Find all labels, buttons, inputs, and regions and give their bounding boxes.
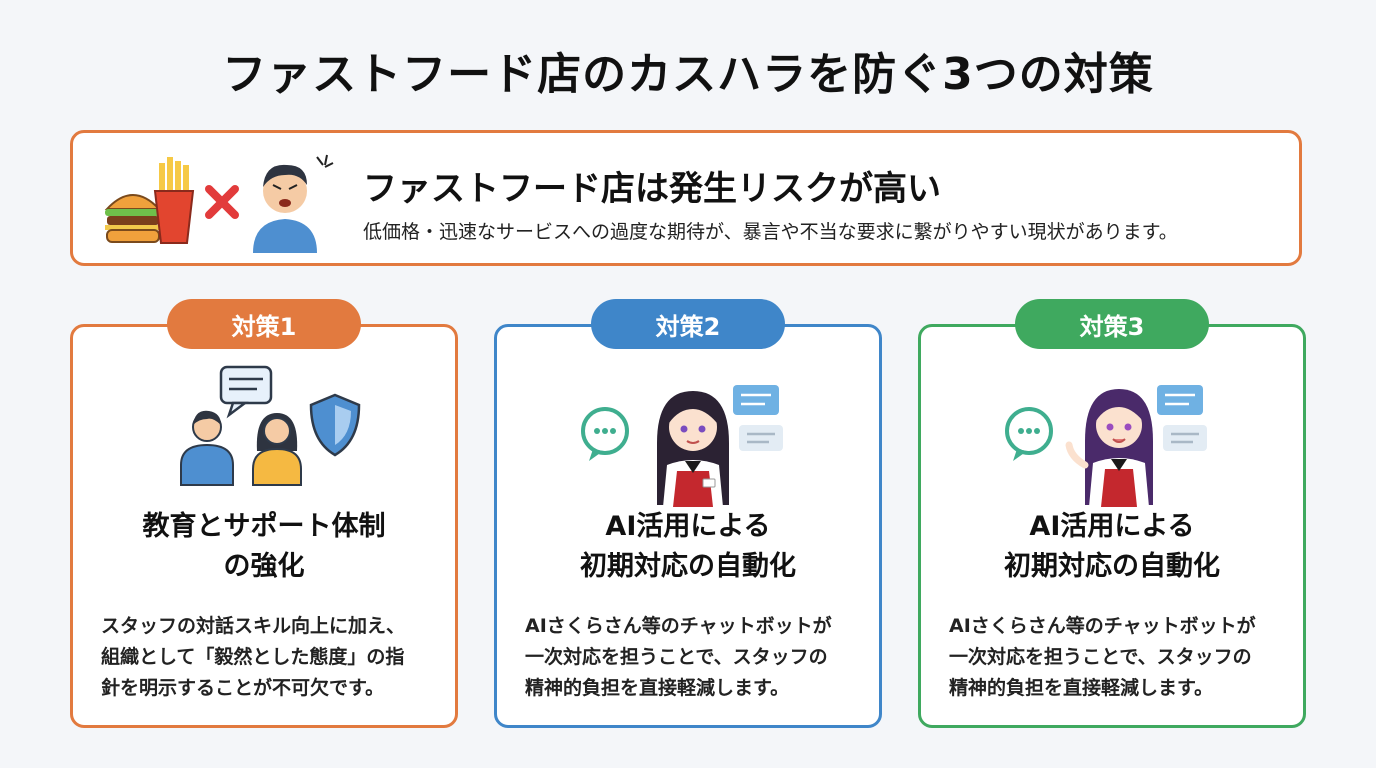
message-card-icon <box>733 385 783 451</box>
countermeasure-card-3: 対策3 AI活用によ <box>918 299 1306 728</box>
ai-assistant-character <box>1065 389 1153 507</box>
countermeasure-card-2: 対策2 AI活用によ <box>494 299 882 728</box>
countermeasure-card-1: 対策1 教育とサポート体制 の強化 スタッフの対話スキル向上に加え、 組織として… <box>70 299 458 728</box>
shield-icon <box>309 393 361 457</box>
risk-banner: ファストフード店は発生リスクが高い 低価格・迅速なサービスへの過度な期待が、暴言… <box>70 130 1302 266</box>
burger-icon <box>104 194 162 243</box>
card1-illustration <box>180 365 361 486</box>
risk-heading: ファストフード店は発生リスクが高い <box>363 169 941 209</box>
angry-customer-icon <box>253 154 334 253</box>
card-badge: 対策2 <box>591 299 785 349</box>
staff-woman-icon <box>252 413 302 486</box>
card-description: スタッフの対話スキル向上に加え、 組織として「毅然とした態度」の指 針を明示する… <box>101 615 406 699</box>
message-card-icon <box>1157 385 1207 451</box>
risk-illustration <box>104 154 334 253</box>
chat-bubble-icon <box>581 407 629 461</box>
staff-man-icon <box>180 410 234 486</box>
card-description: AIさくらさん等のチャットボットが 一次対応を担うことで、スタッフの 精神的負担… <box>525 615 832 699</box>
card2-illustration <box>581 385 783 507</box>
chat-bubble-icon <box>1005 407 1053 461</box>
card-badge: 対策3 <box>1015 299 1209 349</box>
card-description: AIさくらさん等のチャットボットが 一次対応を担うことで、スタッフの 精神的負担… <box>949 615 1256 699</box>
page-title: ファストフード店のカスハラを防ぐ3つの対策 <box>222 49 1154 100</box>
speech-bubble-icon <box>219 365 273 419</box>
ai-assistant-character <box>657 391 729 507</box>
card-heading: AI活用による 初期対応の自動化 <box>580 511 796 582</box>
card-badge: 対策1 <box>167 299 361 349</box>
card-heading: 教育とサポート体制 の強化 <box>142 511 386 582</box>
card-heading: AI活用による 初期対応の自動化 <box>1004 511 1220 582</box>
cross-icon <box>205 185 239 219</box>
risk-description: 低価格・迅速なサービスへの過度な期待が、暴言や不当な要求に繋がりやすい現状があり… <box>363 221 1178 243</box>
card3-illustration <box>1005 385 1207 507</box>
fries-icon <box>153 157 195 244</box>
